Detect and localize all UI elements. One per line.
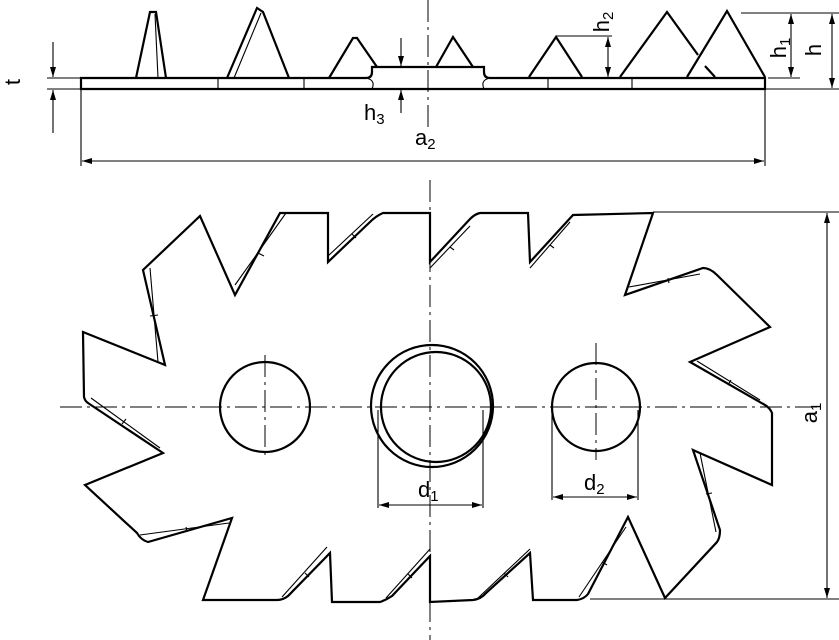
side-dimensions — [47, 12, 839, 166]
plan-view: d1 d2 a1 — [60, 180, 839, 640]
teeth-side — [134, 6, 766, 79]
label-t: t — [0, 79, 25, 85]
holes — [218, 343, 642, 469]
label-d1: d1 — [418, 477, 439, 505]
bolt-hole — [379, 350, 493, 464]
label-h: h — [801, 44, 826, 56]
plan-dimensions — [377, 211, 839, 600]
label-h3: h3 — [364, 100, 385, 128]
label-a2: a2 — [415, 125, 436, 153]
base-plate — [79, 65, 767, 91]
side-view: t h2 h1 h h3 a2 — [0, 0, 839, 166]
label-d2: d2 — [584, 470, 605, 498]
label-a1: a1 — [797, 403, 825, 424]
label-h2: h2 — [589, 12, 617, 33]
plate-outline — [81, 211, 774, 604]
label-h1: h1 — [766, 38, 794, 59]
tooth-bevels — [90, 212, 761, 599]
bolt-hole-collar — [369, 343, 495, 469]
